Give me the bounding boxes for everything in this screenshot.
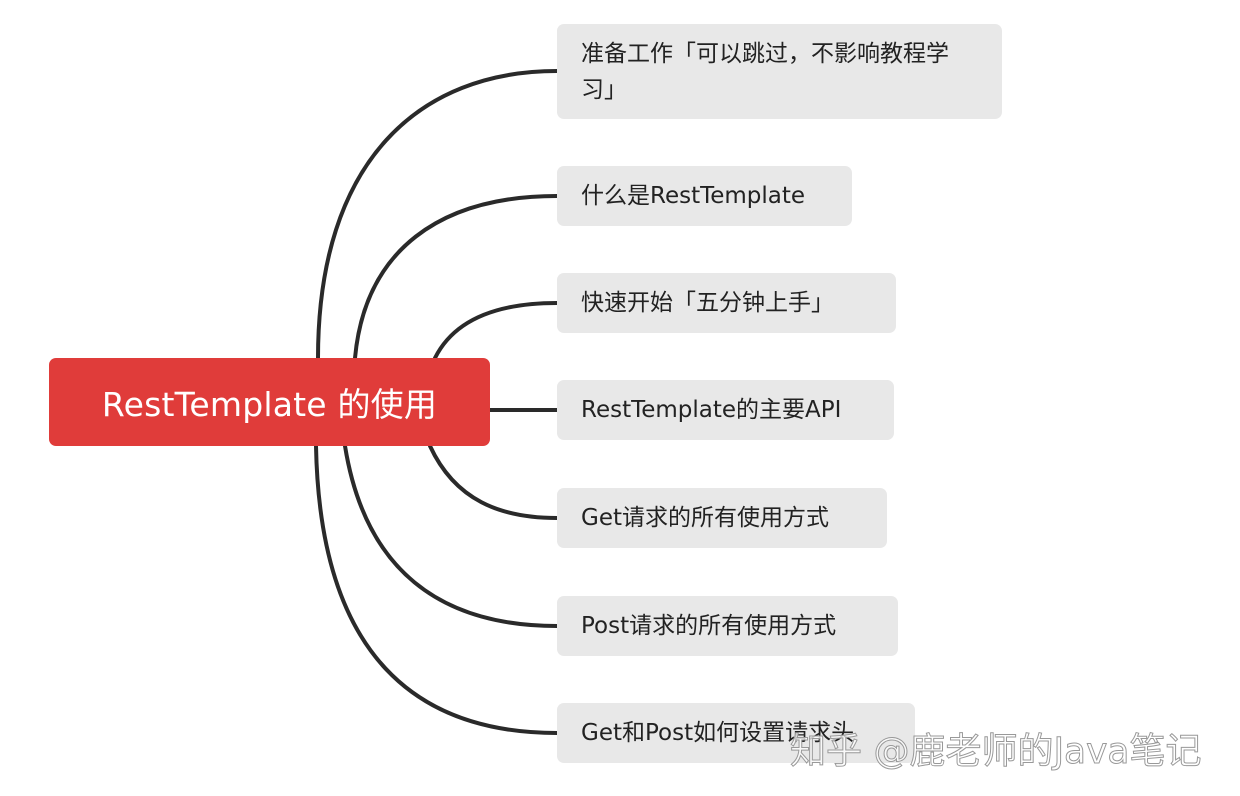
- branch-label: Get请求的所有使用方式: [581, 505, 829, 531]
- link-3: [433, 301, 559, 360]
- branch-node[interactable]: RestTemplate的主要API: [557, 380, 894, 440]
- link-5: [428, 444, 559, 520]
- link-1: [316, 69, 559, 360]
- branch-label: Get和Post如何设置请求头: [581, 720, 855, 746]
- branch-node[interactable]: Get请求的所有使用方式: [557, 488, 887, 548]
- branch-node[interactable]: Get和Post如何设置请求头: [557, 703, 915, 763]
- branch-label: 准备工作「可以跳过，不影响教程学习」: [581, 40, 949, 103]
- link-7: [314, 444, 559, 735]
- root-node[interactable]: RestTemplate 的使用: [49, 358, 490, 446]
- branch-label: Post请求的所有使用方式: [581, 613, 837, 639]
- branch-label: 快速开始「五分钟上手」: [581, 290, 834, 316]
- branch-node[interactable]: 什么是RestTemplate: [557, 166, 852, 226]
- branch-node[interactable]: Post请求的所有使用方式: [557, 596, 898, 656]
- root-label: RestTemplate 的使用: [101, 385, 438, 424]
- branch-label: 什么是RestTemplate: [581, 183, 806, 209]
- branch-label: RestTemplate的主要API: [581, 397, 842, 423]
- watermark: 知乎 @鹿老师的Java笔记: [790, 731, 1202, 773]
- branch-node[interactable]: 快速开始「五分钟上手」: [557, 273, 896, 333]
- link-2: [353, 194, 559, 360]
- branch-node[interactable]: 准备工作「可以跳过，不影响教程学习」: [557, 24, 1002, 119]
- link-6: [343, 444, 559, 628]
